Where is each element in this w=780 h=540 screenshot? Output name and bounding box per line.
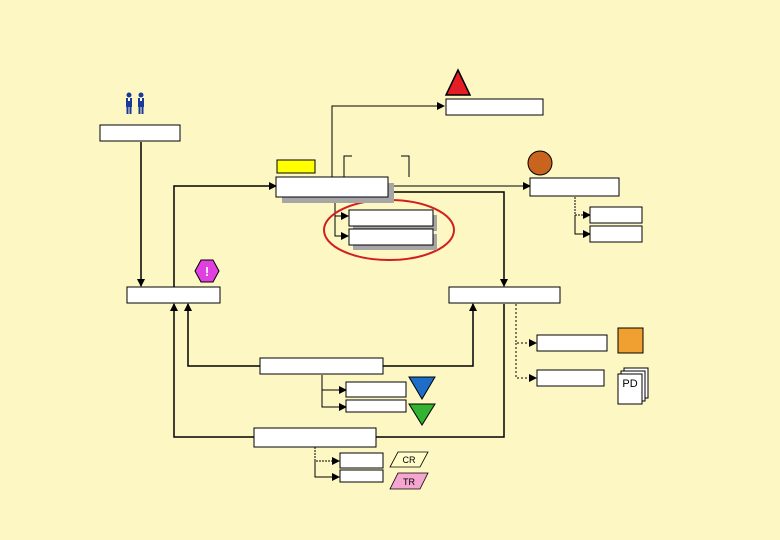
alert-hexagon-mark: !: [205, 264, 209, 279]
bracket-above-central-right: [401, 155, 410, 177]
box-rightmid-sub1: [536, 334, 608, 352]
connector-rightmid-to-sub2: [515, 343, 537, 382]
people-icon: [126, 92, 144, 114]
tr-label: TR: [403, 477, 415, 487]
box-right: [529, 177, 620, 197]
connector-right-to-sub2: [574, 215, 591, 238]
box-sub2: [348, 228, 434, 246]
box-top-target: [445, 98, 544, 116]
connector-left-to-central: [173, 182, 277, 300]
box-bottom-sub1: [339, 452, 384, 469]
connector-bottom-to-sub1: [314, 447, 340, 465]
box-bottom: [253, 427, 377, 448]
connector-loop-bottom-right: [376, 304, 505, 438]
connector-central-to-right-middle: [389, 191, 508, 287]
connector-loop-mid-left: [184, 303, 260, 367]
cr-shape: CR: [389, 451, 429, 468]
green-down-triangle-icon: [408, 403, 436, 426]
connector-central-to-sub2: [334, 216, 349, 240]
connector-loop-bottom-left: [170, 303, 254, 438]
box-mid-sub2: [345, 399, 407, 413]
box-sub1: [348, 209, 434, 227]
document-stack-label: PD: [622, 378, 637, 390]
box-left-middle: [126, 286, 221, 304]
connector-mid-to-sub1: [321, 375, 347, 394]
box-right-sub2: [589, 225, 643, 243]
box-mid: [259, 357, 384, 375]
cr-label: CR: [403, 455, 416, 465]
orange-square-icon: [617, 327, 644, 354]
connector-rightmid-to-sub1: [515, 304, 537, 347]
brown-circle-icon: [527, 150, 553, 176]
connector-mid-to-sub2: [321, 390, 347, 411]
connector-loop-mid-right: [383, 303, 477, 367]
boxes: [99, 98, 643, 483]
bracket-above-central: [343, 155, 352, 177]
connector-bottom-to-sub2: [314, 461, 340, 481]
connector-central-to-top: [331, 102, 445, 177]
box-mid-sub1: [345, 381, 407, 398]
alert-hexagon-icon: !: [194, 259, 220, 283]
connectors: [137, 102, 591, 481]
box-rightmid-sub2: [536, 369, 605, 387]
box-right-sub1: [589, 206, 643, 224]
connector-right-to-sub1: [574, 197, 591, 219]
box-bottom-sub2: [339, 469, 384, 483]
box-right-middle: [448, 286, 561, 304]
yellow-tag: [276, 159, 316, 174]
box-central: [275, 176, 389, 198]
box-people-role: [99, 124, 181, 142]
tr-shape: TR: [389, 472, 429, 490]
document-stack-icon: PD: [617, 367, 649, 405]
blue-down-triangle-icon: [408, 376, 436, 400]
warning-triangle-icon: [444, 68, 472, 96]
